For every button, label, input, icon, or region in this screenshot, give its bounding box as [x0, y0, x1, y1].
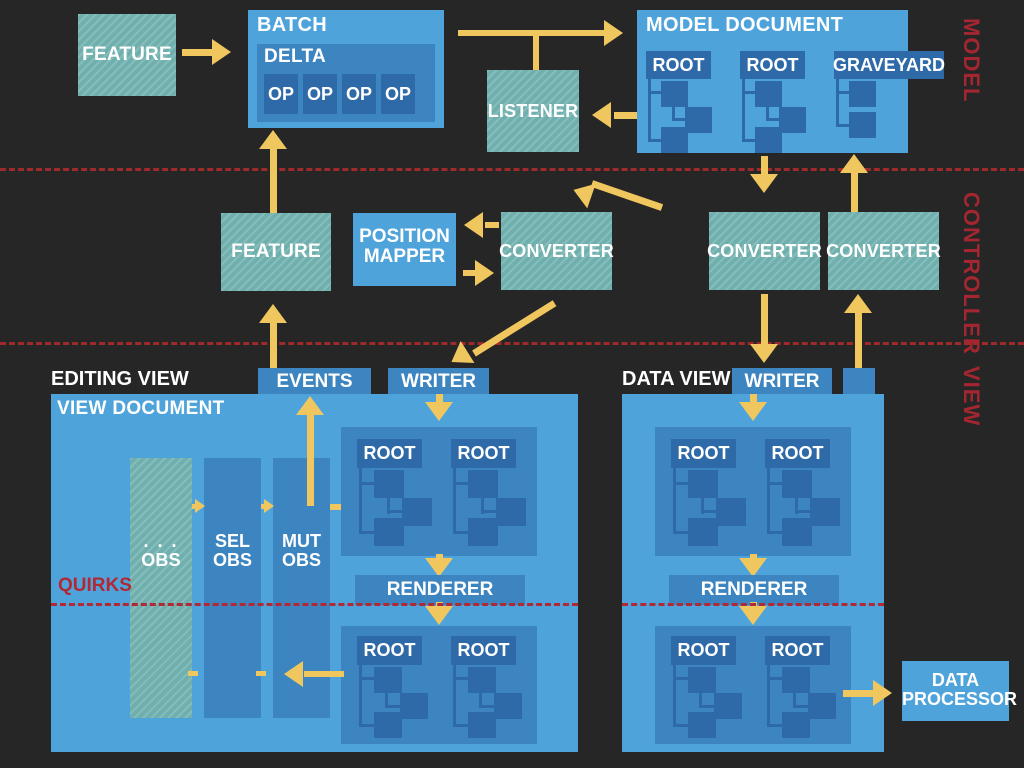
- data-upper-tree-panel[interactable]: ROOT ROOT: [655, 427, 851, 556]
- editing-lower-tree-panel[interactable]: ROOT ROOT: [341, 626, 537, 744]
- observer-generic[interactable]: . . . OBS: [130, 458, 192, 718]
- observer-line2: OBS: [281, 549, 321, 570]
- position-mapper-box[interactable]: POSITION MAPPER: [353, 213, 456, 286]
- model-document-label: MODEL DOCUMENT: [646, 14, 844, 36]
- data-processor-line2: PROCESSOR: [902, 688, 1018, 709]
- data-renderer[interactable]: RENDERER: [669, 575, 839, 605]
- editing-upper-root-tree: [451, 468, 541, 546]
- data-view-panel[interactable]: ROOT ROOT: [622, 394, 884, 752]
- controller-feature-box[interactable]: FEATURE: [221, 213, 331, 291]
- data-quirks-divider: [622, 603, 884, 606]
- editing-renderer[interactable]: RENDERER: [355, 575, 525, 605]
- quirks-divider: [51, 603, 578, 606]
- data-upper-root-label[interactable]: ROOT: [671, 439, 736, 468]
- data-upper-root-tree: [765, 468, 855, 546]
- batch-box[interactable]: BATCH DELTA OP OP OP OP: [248, 10, 444, 128]
- editing-converter-box[interactable]: CONVERTER: [499, 212, 614, 290]
- observer-line1: . . .: [143, 531, 179, 551]
- data-lower-root-label[interactable]: ROOT: [671, 636, 736, 665]
- editing-lower-root-label[interactable]: ROOT: [357, 636, 422, 665]
- op-chip[interactable]: OP: [381, 74, 415, 114]
- model-root-label[interactable]: ROOT: [646, 51, 711, 79]
- op-chip[interactable]: OP: [264, 74, 298, 114]
- editing-upper-root-label[interactable]: ROOT: [357, 439, 422, 468]
- op-chip[interactable]: OP: [303, 74, 337, 114]
- model-root-tree: [646, 79, 726, 153]
- op-chip[interactable]: OP: [342, 74, 376, 114]
- divider-controller-view: [0, 342, 1024, 345]
- tab-data-secondary[interactable]: [843, 368, 875, 396]
- observer-line1: MUT: [282, 531, 321, 551]
- data-upper-root-label[interactable]: ROOT: [765, 439, 830, 468]
- tab-editing-writer[interactable]: WRITER: [388, 368, 489, 396]
- band-label-view: VIEW: [959, 366, 984, 427]
- delta-label: DELTA: [264, 46, 327, 67]
- model-root-tree: [740, 79, 820, 153]
- listener-box[interactable]: LISTENER: [487, 70, 579, 152]
- data-lower-root-tree: [765, 665, 855, 739]
- band-label-controller: CONTROLLER: [959, 192, 984, 355]
- editing-lower-root-tree: [357, 665, 447, 739]
- data-upper-root-tree: [671, 468, 761, 546]
- delta-box[interactable]: DELTA OP OP OP OP: [257, 44, 435, 122]
- editing-upper-root-tree: [357, 468, 447, 546]
- editing-view-title: EDITING VIEW: [51, 368, 189, 390]
- data-view-title: DATA VIEW: [622, 368, 731, 390]
- observer-line2: OBS: [141, 549, 181, 570]
- tab-data-writer[interactable]: WRITER: [732, 368, 832, 396]
- position-mapper-line2: MAPPER: [363, 245, 446, 267]
- batch-label: BATCH: [257, 14, 328, 36]
- data-converter-up-box[interactable]: CONVERTER: [826, 212, 941, 290]
- data-lower-tree-panel[interactable]: ROOT ROOT: [655, 626, 851, 744]
- model-graveyard-tree: [834, 79, 914, 139]
- observer-line1: SEL: [214, 531, 250, 551]
- data-processor-line1: DATA: [931, 670, 980, 690]
- observer-line2: OBS: [212, 549, 252, 570]
- data-lower-root-tree: [671, 665, 761, 739]
- editing-lower-root-tree: [451, 665, 541, 739]
- tab-events[interactable]: EVENTS: [258, 368, 371, 396]
- model-root-label[interactable]: ROOT: [740, 51, 805, 79]
- position-mapper-line1: POSITION: [359, 226, 450, 247]
- model-document-box[interactable]: MODEL DOCUMENT ROOT ROOT GRAVEYARD: [637, 10, 945, 153]
- data-processor-box[interactable]: DATA PROCESSOR: [902, 661, 1018, 721]
- divider-model-controller: [0, 168, 1024, 171]
- observer-selection[interactable]: SEL OBS: [204, 458, 261, 718]
- editing-upper-root-label[interactable]: ROOT: [451, 439, 516, 468]
- data-converter-down-box[interactable]: CONVERTER: [707, 212, 822, 290]
- editing-upper-tree-panel[interactable]: ROOT ROOT: [341, 427, 537, 556]
- editing-lower-root-label[interactable]: ROOT: [451, 636, 516, 665]
- view-document-panel[interactable]: VIEW DOCUMENT . . . OBS SEL OBS MUT OBS: [51, 394, 578, 752]
- model-graveyard-label[interactable]: GRAVEYARD: [833, 51, 945, 79]
- band-label-model: MODEL: [959, 18, 984, 103]
- quirks-label: QUIRKS: [58, 575, 132, 596]
- data-lower-root-label[interactable]: ROOT: [765, 636, 830, 665]
- view-document-label: VIEW DOCUMENT: [57, 398, 225, 419]
- model-feature-box[interactable]: FEATURE: [78, 14, 176, 96]
